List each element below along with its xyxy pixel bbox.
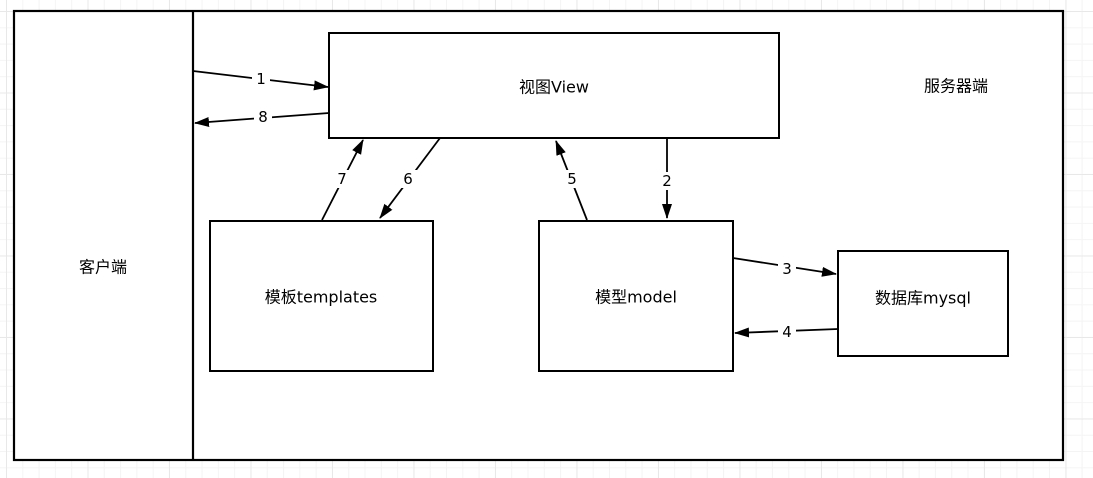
arrow-1-label: 1 xyxy=(256,70,266,88)
arrow-8-label-bg xyxy=(254,108,272,126)
arrow-4-label-bg xyxy=(778,323,796,341)
arrow-1[interactable]: 1 xyxy=(192,70,329,91)
arrow-6-label-bg xyxy=(399,170,417,188)
mysql-node-rect[interactable] xyxy=(837,250,1009,357)
arrow-4-label: 4 xyxy=(782,323,792,341)
mysql-node-label: 数据库mysql xyxy=(875,289,971,308)
arrow-2[interactable]: 2 xyxy=(658,138,676,219)
model-node-rect[interactable] xyxy=(538,220,734,372)
model-node-label: 模型model xyxy=(595,288,677,307)
arrow-7-label-bg xyxy=(333,170,351,188)
templates-node-rect[interactable] xyxy=(209,220,434,372)
server-region-label: 服务器端 xyxy=(924,77,988,96)
arrow-1-label-bg xyxy=(252,70,270,88)
arrow-3-label-bg xyxy=(778,260,796,278)
arrow-5[interactable]: 5 xyxy=(555,140,588,221)
templates-node-label: 模板templates xyxy=(265,288,378,307)
mysql-node[interactable]: 数据库mysql xyxy=(837,250,1009,357)
arrow-2-label-bg xyxy=(658,172,676,190)
arrow-5-label: 5 xyxy=(567,170,577,188)
arrow-4[interactable]: 4 xyxy=(734,323,839,341)
view-node-rect[interactable] xyxy=(328,32,780,139)
model-node[interactable]: 模型model xyxy=(538,220,734,372)
arrow-6[interactable]: 6 xyxy=(379,137,441,219)
arrow-3-label: 3 xyxy=(782,260,792,278)
arrow-6-label: 6 xyxy=(403,170,413,188)
arrow-3[interactable]: 3 xyxy=(732,257,837,278)
arrow-2-label: 2 xyxy=(662,172,672,190)
view-node[interactable]: 视图View xyxy=(328,32,780,139)
arrow-7[interactable]: 7 xyxy=(321,139,364,221)
arrow-8[interactable]: 8 xyxy=(194,108,330,127)
arrow-7-label: 7 xyxy=(337,170,347,188)
view-node-label: 视图View xyxy=(519,78,589,97)
templates-node[interactable]: 模板templates xyxy=(209,220,434,372)
client-region-label: 客户端 xyxy=(79,258,127,277)
arrow-8-label: 8 xyxy=(258,108,268,126)
arrow-5-label-bg xyxy=(563,170,581,188)
